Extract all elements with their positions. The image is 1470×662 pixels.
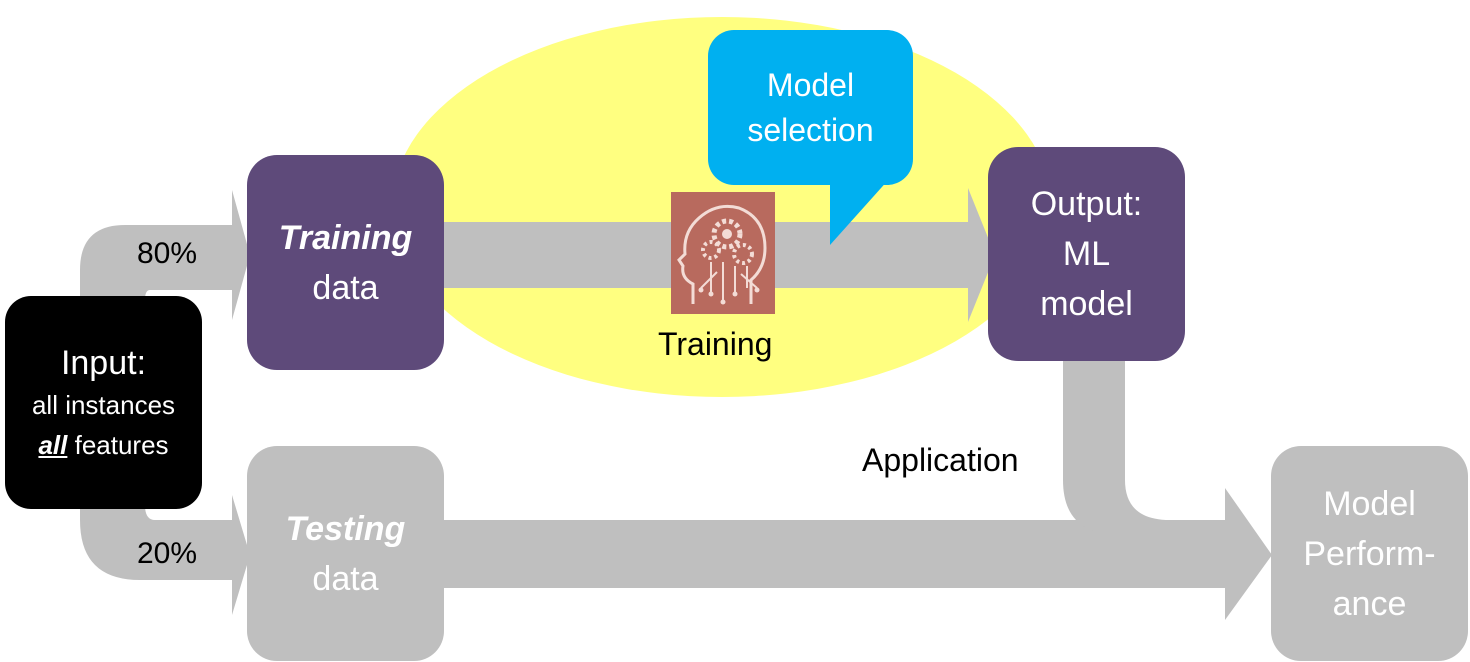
callout-line2: selection bbox=[747, 111, 874, 148]
input-title: Input: bbox=[60, 343, 147, 382]
input-features-rest: features bbox=[67, 429, 169, 460]
output-line1: Output: bbox=[1030, 185, 1143, 223]
testing-split-label: 20% bbox=[137, 537, 198, 570]
output-line2: ML bbox=[1062, 235, 1111, 273]
input-features-emphasis: all bbox=[38, 429, 68, 460]
application-label: Application bbox=[862, 442, 1019, 478]
callout-pointer bbox=[830, 178, 890, 245]
training-step-label: Training bbox=[658, 326, 773, 362]
training-data-rest: data bbox=[312, 268, 379, 307]
testing-data-emphasis: Testing bbox=[285, 509, 406, 548]
training-split-label: 80% bbox=[137, 237, 198, 270]
output-model-box: Output: ML model bbox=[988, 147, 1185, 361]
input-instances: all instances bbox=[31, 389, 176, 420]
split-arrow-training bbox=[80, 190, 250, 320]
testing-data-box: Testing data bbox=[247, 446, 444, 661]
input-box: Input: all instances all features bbox=[5, 296, 202, 509]
testing-arrow bbox=[440, 488, 1272, 620]
input-features: all features bbox=[38, 425, 168, 465]
performance-line1: Model bbox=[1323, 484, 1416, 523]
performance-line3: ance bbox=[1332, 584, 1407, 623]
model-performance-box: Model Perform- ance bbox=[1271, 446, 1468, 661]
split-arrow-testing bbox=[80, 495, 250, 615]
testing-data-rest: data bbox=[312, 559, 379, 598]
model-selection-callout: Model selection bbox=[708, 30, 913, 185]
callout-line1: Model bbox=[766, 66, 855, 103]
output-line3: model bbox=[1040, 285, 1133, 323]
training-data-box: Training data bbox=[247, 155, 444, 370]
brain-gears-icon bbox=[671, 192, 775, 314]
performance-line2: Perform- bbox=[1303, 534, 1436, 573]
application-arrow bbox=[1063, 355, 1230, 535]
training-data-emphasis: Training bbox=[278, 218, 413, 257]
